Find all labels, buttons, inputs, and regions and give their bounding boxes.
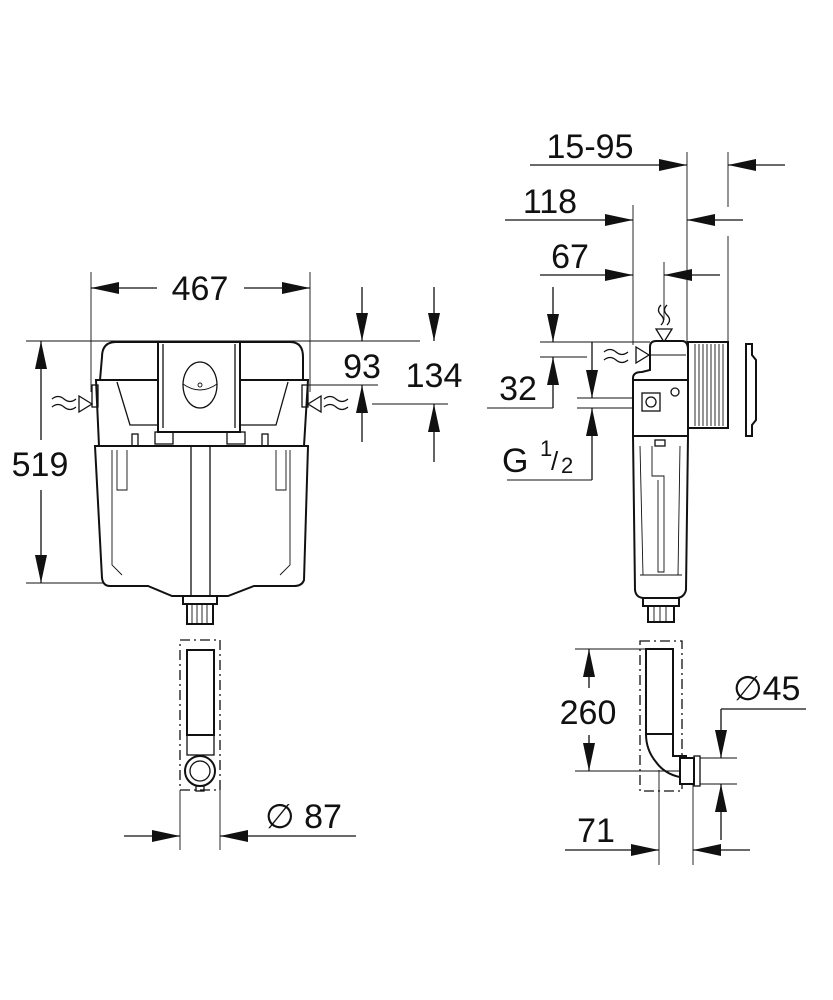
label-467: 467	[172, 270, 229, 308]
label-260: 260	[560, 694, 617, 732]
label-71: 71	[577, 812, 615, 850]
label-thread-num: 1	[540, 436, 552, 461]
label-118: 118	[523, 183, 577, 221]
dimension-260: 260	[560, 648, 680, 772]
dimension-width-467: 467	[90, 270, 311, 392]
flush-pipe-front	[179, 639, 221, 850]
label-15-95: 15-95	[547, 128, 634, 166]
cistern-front-body	[91, 341, 310, 625]
water-inlet-top-icon	[654, 304, 674, 344]
dimension-134: 134	[372, 287, 462, 462]
dimension-118: 118	[505, 183, 743, 226]
side-view: 15-95 118 67 32	[487, 128, 806, 865]
dimension-15-95: 15-95	[530, 128, 785, 171]
water-inlet-right-icon	[306, 394, 349, 414]
water-inlet-left-icon	[51, 394, 94, 414]
label-67: 67	[551, 238, 589, 276]
label-93: 93	[343, 348, 381, 386]
dimension-thread-g-half: G 1 / 2	[502, 342, 650, 481]
cistern-side-body	[631, 340, 757, 623]
label-thread-g: G	[502, 442, 528, 480]
label-134: 134	[406, 357, 463, 395]
label-thread-den: 2	[561, 453, 573, 478]
water-inlet-side-icon	[603, 345, 651, 365]
thread-ribs	[694, 344, 724, 426]
flush-pipe-side	[639, 640, 701, 792]
dimension-diameter-45: ∅45	[700, 670, 806, 840]
label-32: 32	[499, 370, 537, 408]
dimension-71: 71	[565, 770, 750, 865]
dimension-height-519: 519	[12, 340, 420, 584]
label-diameter-87: ∅ 87	[265, 798, 342, 836]
dimension-diameter-87: ∅ 87	[124, 798, 356, 842]
dimension-67: 67	[540, 238, 720, 281]
dimension-32: 32	[487, 287, 650, 409]
label-diameter-45: ∅45	[733, 670, 800, 708]
label-thread-slash: /	[551, 446, 559, 476]
front-view: 467 519 93 134	[12, 270, 462, 850]
label-519: 519	[12, 446, 69, 484]
